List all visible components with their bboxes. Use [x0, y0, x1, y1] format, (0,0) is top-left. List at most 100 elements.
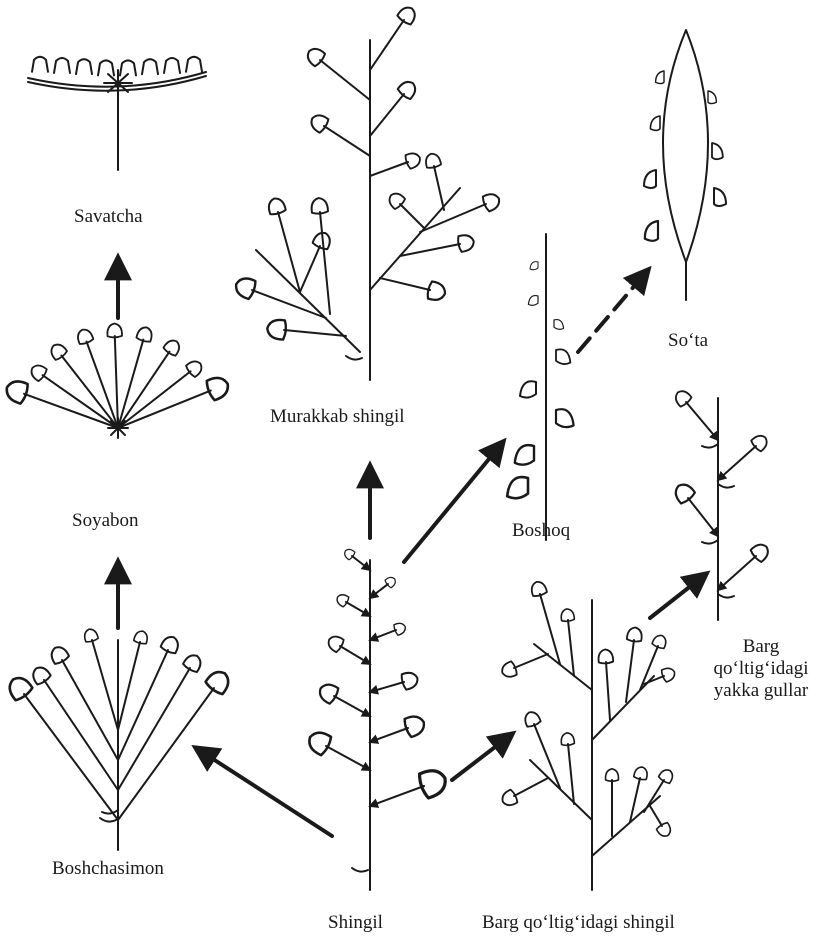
yakka-pedicel — [718, 446, 756, 480]
shingil-pedicel — [370, 630, 396, 640]
label-sota: So‘ta — [668, 330, 708, 352]
shingil-pedicel — [370, 728, 408, 742]
boshoq-flower — [530, 262, 538, 270]
soyabon-ray — [118, 340, 143, 428]
sota-flower — [645, 221, 658, 241]
barg-shingil-flower — [660, 666, 676, 683]
shingil-pedicel — [352, 556, 370, 570]
soyabon-flower — [185, 358, 205, 378]
boshchasimon-flower — [5, 673, 34, 702]
murakkab-pedicel — [324, 126, 370, 156]
barg-shingil-flower — [652, 633, 669, 649]
label-soyabon: Soyabon — [72, 510, 139, 532]
murakkab-flower — [481, 191, 502, 212]
soyabon-flower — [136, 325, 154, 342]
barg-shingil-pedicel — [650, 806, 662, 826]
soyabon-ray — [87, 342, 118, 428]
arrow-shingil-to-boshchasimon — [196, 748, 332, 836]
soyabon-flower — [205, 374, 232, 401]
savatcha-floret — [98, 60, 114, 75]
murakkab-sub-pedicel — [284, 330, 346, 336]
murakkab-pedicel — [370, 20, 404, 70]
soyabon-drawing — [3, 323, 231, 438]
sota-flower — [714, 188, 726, 206]
savatcha-floret — [142, 59, 158, 74]
label-barg-yakka-gullar: Barg qo‘ltig‘idagi yakka gullar — [696, 636, 826, 702]
soyabon-ray — [118, 371, 190, 428]
arrow-shingil-to-barg-shingil — [452, 734, 512, 780]
boshoq-flower — [556, 349, 570, 364]
boshchasimon-flower — [182, 652, 204, 674]
boshoq-flower — [515, 445, 534, 465]
boshchasimon-flower — [133, 630, 149, 645]
soyabon-flower — [75, 327, 93, 345]
barg-shingil-drawing — [499, 580, 676, 890]
barg-shingil-flower — [633, 766, 648, 781]
barg-shingil-pedicel — [626, 640, 634, 702]
barg-shingil-pedicel — [568, 744, 574, 804]
soyabon-flower — [163, 337, 183, 357]
murakkab-sub-pedicel — [380, 278, 430, 290]
savatcha-floret — [54, 58, 70, 73]
bract-mark — [346, 356, 362, 360]
barg-shingil-pedicel — [568, 620, 574, 676]
barg-shingil-flower — [523, 710, 542, 728]
boshoq-flower — [528, 296, 538, 306]
label-boshoq: Boshoq — [512, 520, 570, 542]
savatcha-floret — [164, 58, 180, 73]
barg-shingil-flower — [530, 580, 548, 597]
boshchasimon-branch — [118, 650, 168, 760]
shingil-flower — [400, 670, 419, 690]
label-savatcha: Savatcha — [74, 206, 143, 228]
sota-flower — [644, 170, 656, 188]
label-boshchasimon: Boshchasimon — [52, 858, 164, 880]
murakkab-flower — [308, 112, 330, 134]
shingil-flower — [335, 592, 350, 607]
arrow-barg-shingil-to-yakka — [650, 574, 706, 618]
arrow-shingil-to-boshoq — [404, 442, 503, 562]
boshchasimon-drawing — [5, 627, 234, 850]
arrow-boshoq-to-sota — [578, 270, 648, 352]
sota-flower — [656, 71, 664, 84]
murakkab-pedicel — [320, 60, 370, 100]
boshoq-drawing — [507, 234, 573, 540]
savatcha-drawing — [28, 57, 206, 170]
yakka-bract — [718, 594, 734, 598]
boshchasimon-branch — [62, 660, 118, 760]
murakkab-sub-pedicel — [420, 204, 486, 232]
soyabon-flower — [3, 378, 29, 405]
boshoq-flower — [556, 409, 574, 427]
barg-shingil-branch — [592, 676, 654, 740]
shingil-pedicel — [370, 584, 388, 598]
shingil-flower — [417, 766, 449, 799]
yakka-bract — [718, 484, 734, 488]
barg-shingil-branch — [530, 760, 592, 820]
barg-shingil-branch — [592, 796, 660, 856]
barg-shingil-pedicel — [606, 662, 610, 720]
boshoq-flower — [520, 381, 536, 397]
soyabon-flower — [48, 341, 68, 361]
shingil-pedicel — [340, 646, 370, 664]
shingil-drawing — [305, 547, 450, 890]
murakkab-sub-pedicel — [320, 212, 330, 314]
yakka-pedicel — [686, 402, 718, 440]
boshchasimon-branch — [24, 694, 118, 820]
murakkab-shingil-drawing — [233, 4, 502, 380]
boshchasimon-flower — [29, 664, 51, 686]
bract-mark — [352, 868, 368, 872]
murakkab-flower — [233, 275, 257, 300]
murakkab-flower — [457, 233, 475, 252]
sota-drawing — [644, 30, 726, 300]
barg-shingil-flower — [658, 767, 676, 784]
boshchasimon-flower — [83, 627, 99, 643]
boshchasimon-flower — [48, 644, 70, 665]
murakkab-flower — [266, 196, 286, 215]
shingil-flower — [403, 713, 427, 738]
barg-shingil-flower — [499, 789, 518, 808]
shingil-flower — [393, 621, 407, 635]
label-shingil: Shingil — [328, 912, 383, 934]
savatcha-floret — [186, 57, 202, 72]
soyabon-ray — [43, 375, 118, 428]
yakka-flower — [671, 480, 696, 504]
